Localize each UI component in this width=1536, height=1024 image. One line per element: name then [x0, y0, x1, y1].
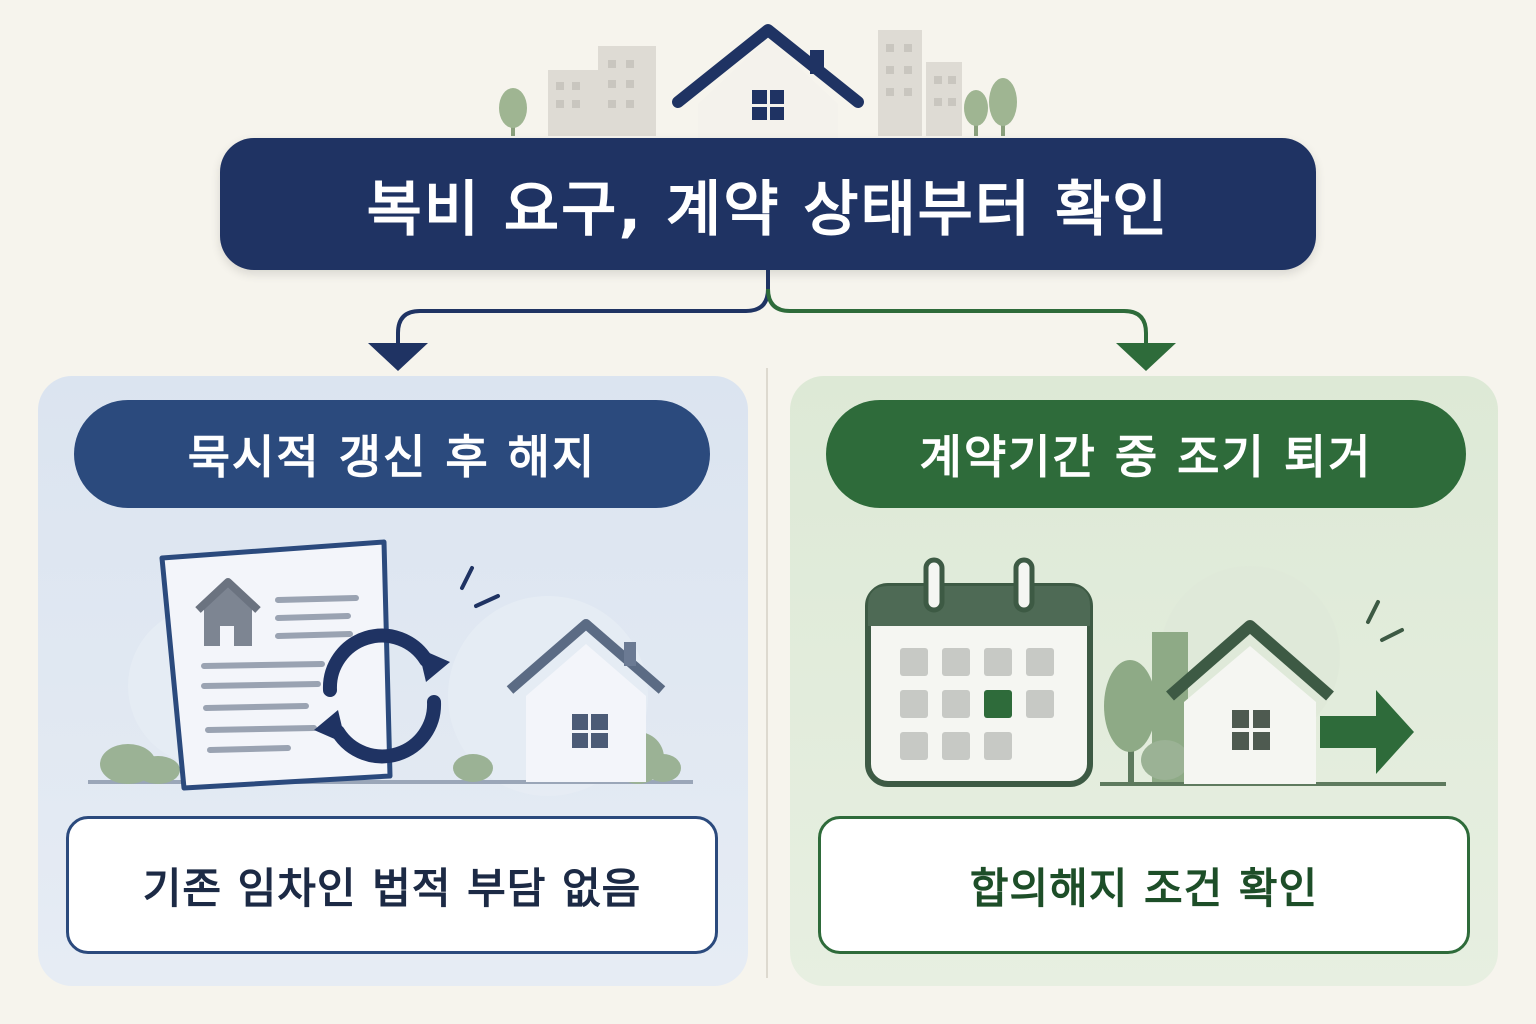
option-panel-renewal: 묵시적 갱신 후 해지: [38, 376, 748, 986]
calendar-icon: [865, 557, 1093, 787]
option-panel-early-move-out: 계약기간 중 조기 퇴거: [790, 376, 1498, 986]
house-icon: [1166, 620, 1334, 784]
option-heading: 묵시적 갱신 후 해지: [74, 400, 710, 508]
house-icon: [672, 24, 864, 138]
tree-icon: [499, 88, 527, 136]
option-heading: 계약기간 중 조기 퇴거: [826, 400, 1466, 508]
option-result-caption: 기존 임차인 법적 부담 없음: [66, 816, 718, 954]
tree-icon: [964, 78, 1017, 136]
tree-icon: [1104, 632, 1189, 784]
building-icon: [548, 46, 656, 136]
arrow-down-icon: [1116, 343, 1176, 371]
divider: [766, 368, 768, 978]
arrow-down-icon: [368, 343, 428, 371]
early-move-out-illustration: [865, 557, 1446, 787]
option-result-caption: 합의해지 조건 확인: [818, 816, 1470, 954]
skyline-illustration: [499, 24, 1017, 138]
branch-connector: [368, 269, 1176, 371]
renewal-cycle-icon: [322, 628, 442, 764]
contract-renewal-illustration: [88, 539, 693, 796]
main-title: 복비 요구, 계약 상태부터 확인: [220, 138, 1316, 270]
arrow-right-icon: [1320, 690, 1414, 774]
house-icon: [506, 619, 666, 782]
